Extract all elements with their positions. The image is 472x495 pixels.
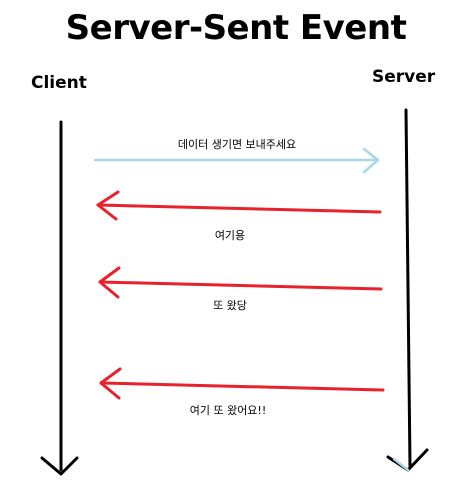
message-arrow-event-2 <box>98 266 383 299</box>
message-arrow-event-1 <box>96 190 382 221</box>
message-arrow-request <box>93 147 380 174</box>
server-lifeline <box>386 108 429 472</box>
actor-server-label: Server <box>372 67 436 87</box>
message-label-request: 데이터 생기면 보내주세요 <box>177 138 297 151</box>
message-label-event-1: 여기용 <box>214 229 246 242</box>
message-label-event-3: 여기 또 왔어요!! <box>189 404 267 417</box>
message-arrow-event-3 <box>99 367 385 400</box>
client-lifeline <box>40 120 79 476</box>
diagram-title: Server-Sent Event <box>65 8 407 48</box>
actor-client-label: Client <box>31 73 87 93</box>
message-label-event-2: 또 왔당 <box>213 299 247 312</box>
